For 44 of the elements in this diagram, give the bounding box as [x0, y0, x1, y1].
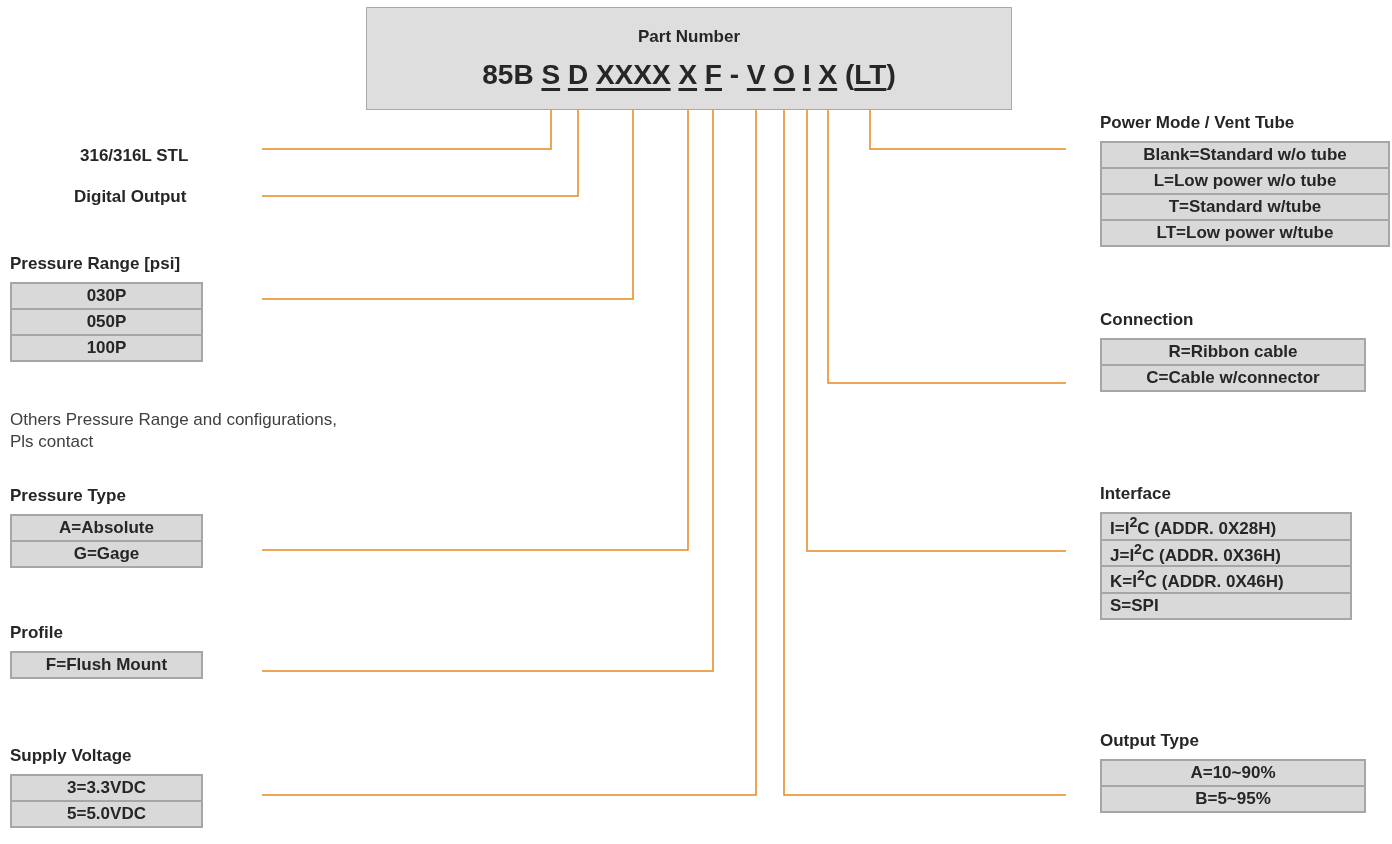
- group-heading: Profile: [10, 623, 63, 643]
- table-cell: 100P: [11, 335, 202, 361]
- part-number-code: 85B S D XXXX X F - V O I X (LT): [482, 59, 896, 91]
- table-cell: 050P: [11, 309, 202, 335]
- table-cell: S=SPI: [1101, 592, 1351, 619]
- group-heading: Pressure Type: [10, 486, 126, 506]
- table-cell: LT=Low power w/tube: [1101, 220, 1389, 246]
- table-cell: F=Flush Mount: [11, 652, 202, 678]
- group-heading: Interface: [1100, 484, 1171, 504]
- group-heading: Output Type: [1100, 731, 1199, 751]
- table-cell: K=I$^{2}$C (ADDR. 0X46H): [1101, 566, 1351, 593]
- table-cell: 3=3.3VDC: [11, 775, 202, 801]
- group-heading: Pressure Range [psi]: [10, 254, 181, 274]
- option-label: Digital Output: [74, 187, 187, 207]
- group-heading: Supply Voltage: [10, 746, 132, 766]
- leader-line: [261, 109, 634, 300]
- part-number-box: [366, 7, 1012, 110]
- leader-line: [827, 109, 1067, 384]
- table-cell: R=Ribbon cable: [1101, 339, 1365, 365]
- group-heading: Connection: [1100, 310, 1194, 330]
- table-cell: L=Low power w/o tube: [1101, 168, 1389, 194]
- leader-line: [869, 109, 1067, 150]
- table-cell: G=Gage: [11, 541, 202, 567]
- group-heading: Power Mode / Vent Tube: [1100, 113, 1295, 133]
- leader-line: [783, 109, 1067, 796]
- option-label: 316/316L STL: [80, 146, 189, 166]
- leader-line: [261, 109, 579, 197]
- note-text: Others Pressure Range and configurations, Pls contact: [10, 409, 338, 453]
- table-cell: A=Absolute: [11, 515, 202, 541]
- leader-line: [261, 109, 714, 672]
- table-cell: 030P: [11, 283, 202, 309]
- table-cell: Blank=Standard w/o tube: [1101, 142, 1389, 168]
- leader-line: [261, 109, 757, 796]
- table-cell: T=Standard w/tube: [1101, 194, 1389, 220]
- table-cell: 5=5.0VDC: [11, 801, 202, 827]
- table-cell: A=10~90%: [1101, 760, 1365, 786]
- leader-line: [261, 109, 689, 551]
- table-cell: J=I$^{2}$C (ADDR. 0X36H): [1101, 539, 1351, 567]
- table-cell: I=I$^{2}$C (ADDR. 0X28H): [1101, 513, 1351, 540]
- table-cell: C=Cable w/connector: [1101, 365, 1365, 391]
- box-heading: Part Number: [638, 27, 740, 47]
- table-cell: B=5~95%: [1101, 786, 1365, 812]
- leader-line: [261, 109, 552, 150]
- leader-line: [806, 109, 1067, 552]
